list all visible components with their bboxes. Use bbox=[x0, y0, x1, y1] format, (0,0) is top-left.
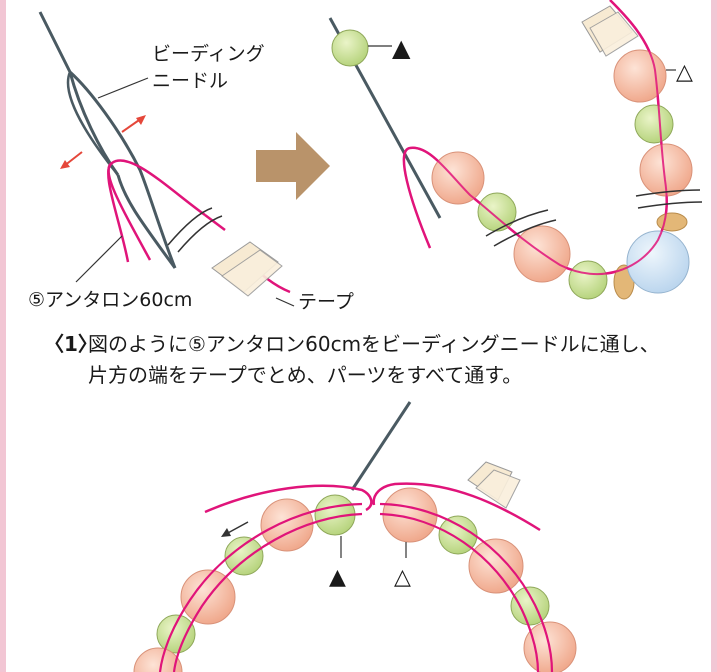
open-marker-top: △ bbox=[676, 60, 693, 85]
open-marker-ring: △ bbox=[394, 565, 411, 590]
needle-label-line1: ビーディング bbox=[152, 43, 265, 65]
needle bbox=[350, 401, 412, 491]
thread bbox=[204, 484, 373, 514]
caption-step-number: 〈1〉 bbox=[44, 332, 98, 356]
thread-label: ⑤アンタロン60cm bbox=[28, 289, 192, 311]
caption-line1: 図のように⑤アンタロン60cmをビーディングニードルに通し、 bbox=[88, 332, 660, 356]
filled-marker-ring: ▲ bbox=[329, 565, 346, 590]
tape-icon bbox=[211, 241, 283, 297]
thread bbox=[107, 159, 206, 261]
next-step-arrow-icon bbox=[256, 132, 330, 200]
tape-label: テープ bbox=[298, 291, 354, 313]
filled-marker-top: ▲ bbox=[392, 34, 411, 62]
tape-icon bbox=[467, 461, 521, 509]
needle-threading-illustration bbox=[38, 11, 295, 307]
tape-icon bbox=[581, 5, 639, 57]
caption-line2: 片方の端をテープでとめ、パーツをすべて通す。 bbox=[88, 363, 522, 387]
strung-beads-illustration: ▲ △ bbox=[328, 0, 703, 300]
bead-ring-illustration: ▲ △ bbox=[133, 401, 577, 672]
needle-label-line2: ニードル bbox=[152, 70, 228, 92]
needle bbox=[38, 11, 177, 269]
green-bead bbox=[331, 29, 369, 67]
